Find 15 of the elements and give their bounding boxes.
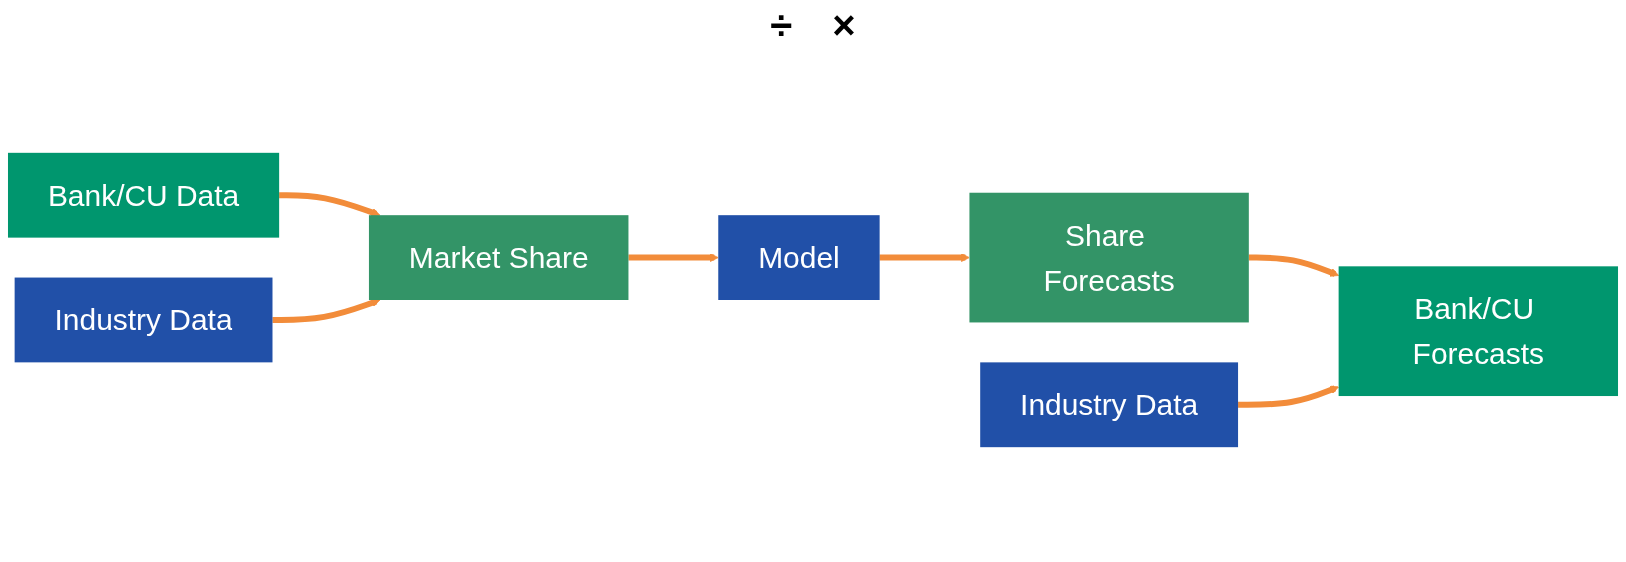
node-box: Industry Data <box>14 277 273 363</box>
arrow <box>628 253 719 262</box>
node-box: Industry Data <box>980 362 1239 448</box>
arrow <box>1238 385 1340 408</box>
arrow <box>879 253 970 262</box>
arrow <box>1248 254 1340 277</box>
node-box: Share Forecasts <box>969 192 1249 323</box>
operator-symbol: ÷ <box>770 2 793 48</box>
arrow <box>272 298 381 323</box>
operator-symbol: × <box>832 2 856 48</box>
arrow <box>279 192 381 217</box>
node-box: Market Share <box>368 215 629 300</box>
node-box: Model <box>718 215 880 300</box>
node-box: Bank/CU Data <box>8 152 280 238</box>
node-box: Bank/CU Forecasts <box>1338 266 1618 397</box>
